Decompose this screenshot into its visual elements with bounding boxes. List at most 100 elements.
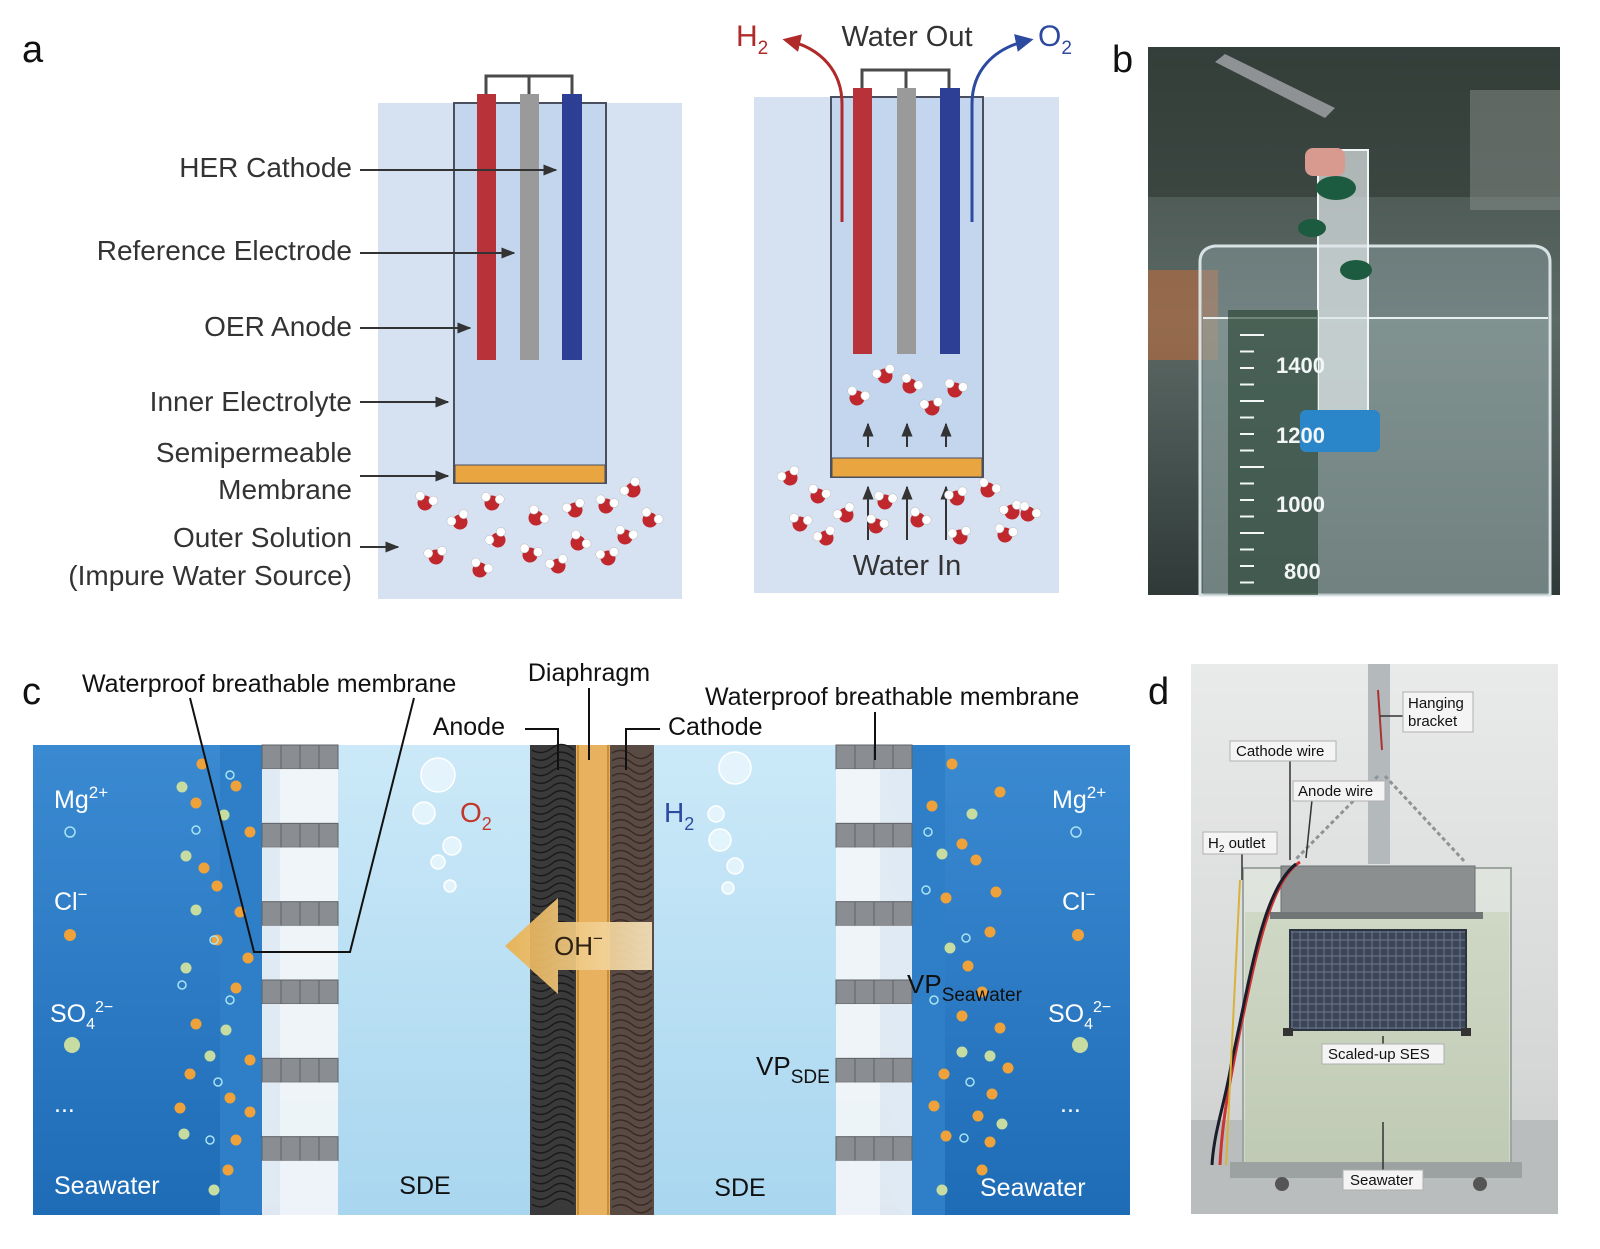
water-molecule — [641, 507, 664, 528]
label-outer-solution: Outer Solution — [173, 522, 352, 553]
sde-right-label: SDE — [714, 1174, 765, 1202]
water-molecule — [919, 397, 943, 416]
label-seawater-d: Seawater — [1350, 1172, 1413, 1189]
tag-h2-outlet — [1202, 831, 1278, 855]
vp-sde-label: VPSDE — [756, 1051, 830, 1088]
label-oer-anode: OER Anode — [204, 311, 352, 342]
water-molecule — [847, 386, 871, 406]
electrode-connector-wire-right — [860, 68, 951, 90]
water-molecule — [947, 526, 971, 545]
ion-mg-right: Mg2+ — [1052, 783, 1106, 814]
water-molecule — [561, 498, 585, 518]
ion-cl-left: Cl− — [54, 885, 88, 916]
tag-seawater — [1342, 1169, 1424, 1191]
semipermeable-membrane — [454, 464, 606, 484]
blue-cap — [1300, 410, 1380, 452]
h2-gas-label: H2 — [736, 20, 768, 59]
label-membrane-right: Waterproof breathable membrane — [705, 683, 1079, 711]
label-membrane-left: Waterproof breathable membrane — [82, 670, 456, 698]
label-anode: Anode — [433, 713, 505, 741]
water-molecule — [910, 507, 932, 528]
hanging-pole — [1368, 664, 1390, 864]
label-hanging: Hanging — [1408, 695, 1464, 712]
label-inner-electrolyte: Inner Electrolyte — [150, 386, 352, 417]
oer-anode-electrode — [562, 94, 582, 360]
her-cathode-electrode-right — [853, 88, 872, 354]
water-molecule — [871, 364, 895, 384]
oer-anode-electrode-right — [940, 88, 960, 354]
water-molecule — [544, 554, 568, 574]
panel-d: d Hanging — [1148, 664, 1558, 1214]
o2-label: O2 — [460, 797, 492, 834]
label-impure-water: (Impure Water Source) — [68, 560, 352, 591]
seawater-right-label: Seawater — [980, 1174, 1086, 1202]
scale-800: 800 — [1284, 559, 1321, 584]
water-molecule — [570, 529, 592, 551]
water-molecule — [789, 513, 813, 532]
water-molecule — [998, 500, 1022, 520]
leader-lines — [189, 688, 876, 953]
label-diaphragm: Diaphragm — [528, 659, 650, 687]
chains — [1293, 774, 1467, 864]
water-molecule — [1019, 501, 1042, 522]
scale-1400: 1400 — [1276, 353, 1325, 378]
label-scaled-up-ses: Scaled-up SES — [1328, 1046, 1430, 1063]
ion-dots — [174, 758, 1014, 1196]
label-anode-wire: Anode wire — [1298, 783, 1373, 800]
label-membrane: Membrane — [218, 474, 352, 505]
gas-bubbles — [412, 751, 752, 895]
label-semipermeable: Semipermeable — [156, 437, 352, 468]
tag-cathode-wire — [1229, 740, 1337, 762]
water-molecule — [808, 484, 832, 504]
scale-1200: 1200 — [1276, 423, 1325, 448]
diaphragm — [576, 745, 610, 1215]
water-molecule — [481, 492, 505, 511]
panel-a: a HER Cathode Reference Electrode OER An… — [22, 20, 1072, 599]
h2-label: H2 — [664, 797, 694, 834]
panel-b: b 1400 1200 1000 800 — [1112, 39, 1560, 597]
water-molecule — [874, 491, 898, 510]
tag-anode-wire — [1292, 780, 1386, 802]
scale-1000: 1000 — [1276, 492, 1325, 517]
water-molecule — [446, 509, 469, 530]
ion-so4-left: SO42− — [50, 999, 113, 1033]
label-reference-electrode: Reference Electrode — [97, 235, 352, 266]
tag-hanging-bracket — [1402, 691, 1474, 733]
reference-electrode — [520, 94, 539, 360]
panel-b-letter: b — [1112, 39, 1133, 81]
clamp — [1215, 54, 1335, 118]
water-molecule — [615, 525, 639, 545]
water-molecule — [901, 373, 924, 394]
water-molecule — [423, 546, 447, 565]
ion-ellipsis-left: ... — [54, 1090, 75, 1118]
tag-scaled-up-ses — [1321, 1043, 1445, 1065]
water-molecule — [866, 514, 890, 534]
reference-electrode-right — [897, 88, 916, 354]
panel-c: c OH− Waterproof breathable membrane Dia… — [22, 659, 1130, 1215]
water-molecule — [812, 525, 835, 546]
water-molecules-outer — [415, 476, 664, 578]
water-molecule — [595, 494, 619, 514]
label-her-cathode: HER Cathode — [179, 152, 352, 183]
scale-ticks — [1240, 334, 1264, 584]
oh-ion-label: OH− — [554, 929, 603, 961]
ion-cl-right: Cl− — [1062, 885, 1096, 916]
ses-lid — [1280, 865, 1476, 917]
h2-outlet-tube — [782, 34, 844, 222]
ion-mg-left: Mg2+ — [54, 783, 108, 814]
o2-outlet-tube — [970, 34, 1034, 222]
water-molecule — [944, 486, 968, 506]
water-molecule — [994, 523, 1018, 543]
water-in-label: Water In — [853, 550, 962, 582]
oh-migration-arrow — [505, 898, 652, 994]
panel-c-letter: c — [22, 671, 41, 713]
water-molecule — [619, 476, 641, 498]
label-bracket: bracket — [1408, 713, 1458, 730]
water-molecule — [595, 547, 619, 566]
ion-so4-right: SO42− — [1048, 999, 1111, 1033]
ses-mesh — [1289, 929, 1467, 1031]
water-molecule — [528, 504, 550, 526]
vp-seawater-label: VPSeawater — [907, 969, 1023, 1006]
